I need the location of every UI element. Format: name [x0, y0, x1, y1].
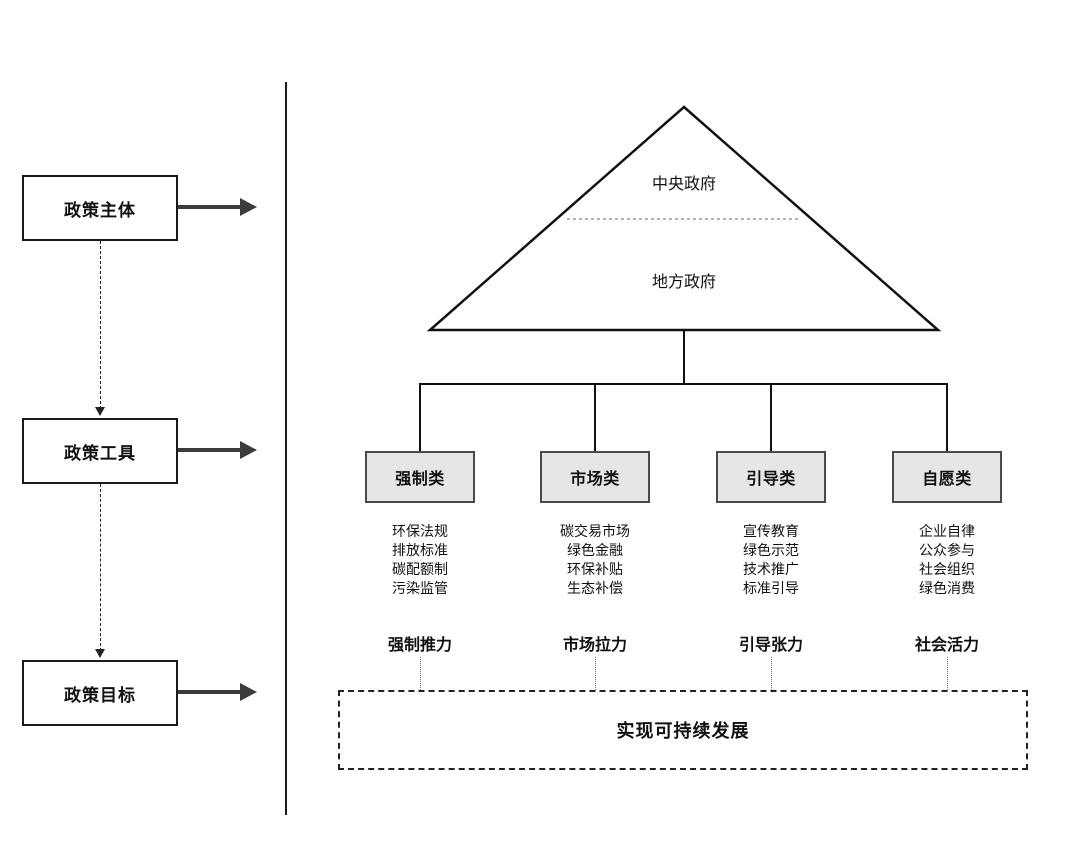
- tool-item: 环保法规: [392, 524, 448, 540]
- tree-bus: [419, 383, 948, 385]
- tool-item: 宣传教育: [743, 524, 799, 540]
- tool-force-label-market: 市场拉力: [562, 635, 627, 654]
- stage-arrow-shaft-1: [178, 205, 240, 209]
- stage-connector-arrow-2: [95, 649, 105, 658]
- stage-box-policy-subject[interactable]: 政策主体: [22, 175, 178, 241]
- tool-item: 标准引导: [743, 581, 799, 597]
- tool-item: 公众参与: [919, 543, 975, 559]
- goal-label: 实现可持续发展: [616, 721, 750, 742]
- stage-arrow-head-1: [240, 198, 257, 216]
- tool-category-box-voluntary[interactable]: 自愿类: [892, 451, 1002, 503]
- stage-arrow-shaft-2: [178, 448, 240, 452]
- tree-stem: [683, 330, 685, 385]
- stage-arrow-head-3: [240, 683, 257, 701]
- tool-item: 生态补偿: [567, 581, 623, 597]
- force-connector-3: [771, 657, 772, 690]
- stage-arrow-shaft-3: [178, 690, 240, 694]
- pyramid-label-local: 地方政府: [651, 272, 717, 291]
- force-connector-1: [420, 657, 421, 690]
- tool-item: 绿色消费: [919, 581, 975, 597]
- tool-category-label: 引导类: [746, 469, 796, 488]
- tool-item: 污染监管: [392, 581, 448, 597]
- tool-category-label: 市场类: [570, 469, 620, 488]
- tool-force-label-mandatory: 强制推力: [387, 635, 452, 654]
- tool-category-box-mandatory[interactable]: 强制类: [365, 451, 475, 503]
- stage-connector-1: [100, 241, 101, 409]
- tool-item: 环保补贴: [567, 562, 623, 578]
- tool-item-list-voluntary: 企业自律 公众参与 社会组织 绿色消费: [847, 523, 1047, 599]
- stage-arrow-head-2: [240, 441, 257, 459]
- pyramid-label-central: 中央政府: [651, 174, 717, 193]
- tool-force-label-voluntary: 社会活力: [914, 635, 979, 654]
- force-connector-2: [595, 657, 596, 690]
- stage-box-policy-goal[interactable]: 政策目标: [22, 660, 178, 726]
- stage-connector-arrow-1: [95, 407, 105, 416]
- stage-box-label: 政策目标: [64, 685, 136, 706]
- tool-item: 排放标准: [392, 543, 448, 559]
- stage-box-label: 政策主体: [64, 200, 136, 221]
- tool-category-box-guidance[interactable]: 引导类: [716, 451, 826, 503]
- stage-box-label: 政策工具: [64, 443, 136, 464]
- tool-item: 绿色示范: [743, 543, 799, 559]
- tree-branch-4: [946, 383, 948, 451]
- vertical-divider: [285, 82, 287, 815]
- sustainable-development-goal-box[interactable]: 实现可持续发展: [338, 690, 1028, 770]
- tool-force-label-guidance: 引导张力: [738, 635, 803, 654]
- tool-item-list-mandatory: 环保法规 排放标准 碳配额制 污染监管: [320, 523, 520, 599]
- tree-branch-1: [419, 383, 421, 451]
- tool-category-label: 强制类: [395, 469, 445, 488]
- tool-category-box-market[interactable]: 市场类: [540, 451, 650, 503]
- tool-item: 企业自律: [919, 524, 975, 540]
- tree-branch-3: [770, 383, 772, 451]
- tool-item: 碳配额制: [392, 562, 448, 578]
- tool-item: 碳交易市场: [560, 524, 630, 540]
- force-connector-4: [947, 657, 948, 690]
- tree-branch-2: [594, 383, 596, 451]
- tool-item-list-market: 碳交易市场 绿色金融 环保补贴 生态补偿: [495, 523, 695, 599]
- stage-connector-2: [100, 484, 101, 651]
- stage-box-policy-tools[interactable]: 政策工具: [22, 418, 178, 484]
- tool-item-list-guidance: 宣传教育 绿色示范 技术推广 标准引导: [671, 523, 871, 599]
- tool-item: 绿色金融: [567, 543, 623, 559]
- tool-item: 社会组织: [919, 562, 975, 578]
- tool-category-label: 自愿类: [922, 469, 972, 488]
- tool-item: 技术推广: [743, 562, 799, 578]
